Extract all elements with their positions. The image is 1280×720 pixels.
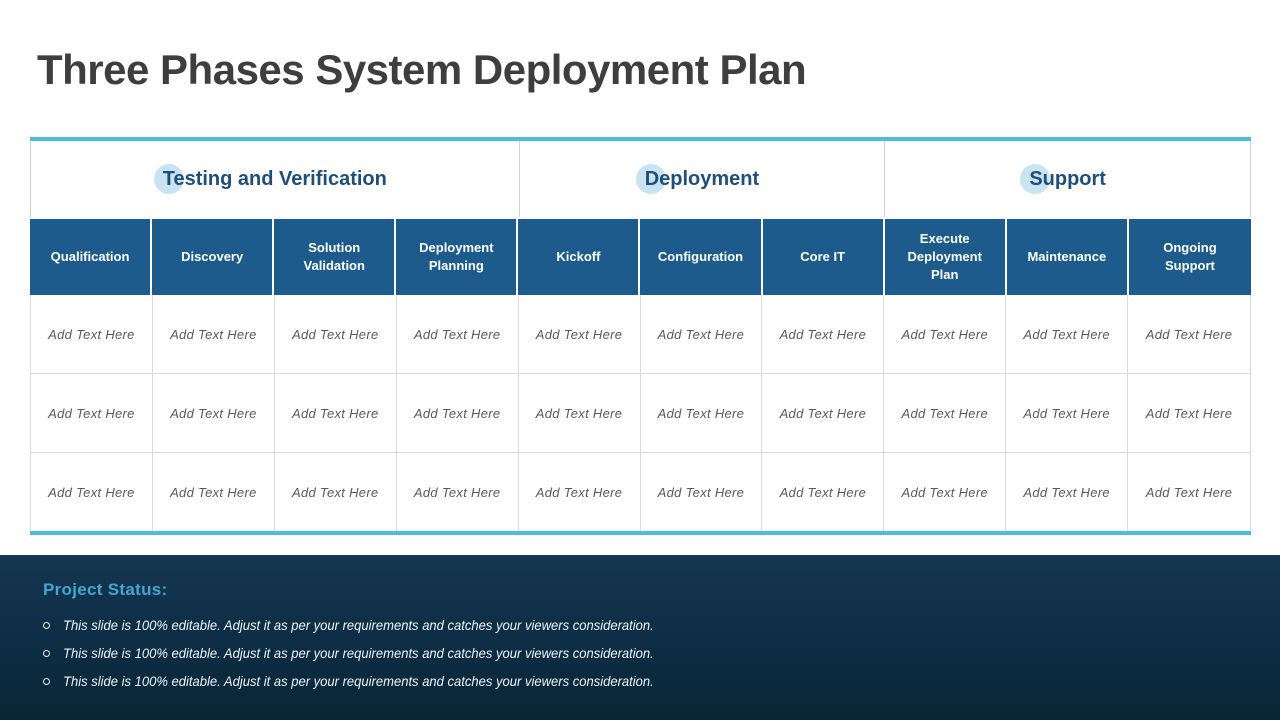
circle-bullet-icon bbox=[43, 677, 50, 685]
placeholder-cell[interactable]: Add Text Here bbox=[1006, 453, 1129, 531]
placeholder-cell[interactable]: Add Text Here bbox=[396, 374, 519, 452]
placeholder-cell[interactable]: Add Text Here bbox=[274, 453, 397, 531]
table-row: Add Text Here Add Text Here Add Text Her… bbox=[30, 295, 1251, 374]
column-header-core-it: Core IT bbox=[763, 219, 885, 295]
column-header-row: Qualification Discovery Solution Validat… bbox=[30, 217, 1251, 295]
placeholder-cell[interactable]: Add Text Here bbox=[1006, 374, 1129, 452]
phase-label-wrap: Testing and Verification bbox=[153, 163, 387, 194]
placeholder-cell[interactable]: Add Text Here bbox=[274, 374, 397, 452]
column-header-maintenance: Maintenance bbox=[1007, 219, 1129, 295]
column-header-qualification: Qualification bbox=[30, 219, 153, 295]
placeholder-cell[interactable]: Add Text Here bbox=[1128, 295, 1250, 373]
table-row: Add Text Here Add Text Here Add Text Her… bbox=[30, 453, 1251, 531]
placeholder-cell[interactable]: Add Text Here bbox=[31, 374, 153, 452]
phase-testing-and-verification: Testing and Verification bbox=[31, 141, 519, 217]
placeholder-cell[interactable]: Add Text Here bbox=[884, 374, 1007, 452]
phase-accent-circle-icon bbox=[1020, 163, 1051, 194]
placeholder-cell[interactable]: Add Text Here bbox=[762, 295, 885, 373]
phase-label-wrap: Deployment bbox=[635, 163, 760, 194]
placeholder-cell[interactable]: Add Text Here bbox=[762, 453, 885, 531]
phase-deployment: Deployment bbox=[518, 141, 885, 217]
placeholder-cell[interactable]: Add Text Here bbox=[152, 453, 275, 531]
placeholder-cell[interactable]: Add Text Here bbox=[884, 295, 1007, 373]
page-title: Three Phases System Deployment Plan bbox=[37, 46, 807, 93]
project-status-heading: Project Status: bbox=[43, 580, 168, 599]
placeholder-cell[interactable]: Add Text Here bbox=[1128, 453, 1250, 531]
table-row: Add Text Here Add Text Here Add Text Her… bbox=[30, 374, 1251, 453]
bullet-text: This slide is 100% editable. Adjust it a… bbox=[63, 645, 654, 661]
placeholder-cell[interactable]: Add Text Here bbox=[1128, 374, 1250, 452]
phase-label-wrap: Support bbox=[1020, 163, 1106, 194]
bullet-text: This slide is 100% editable. Adjust it a… bbox=[63, 673, 654, 689]
placeholder-cell[interactable]: Add Text Here bbox=[518, 295, 641, 373]
phase-label: Testing and Verification bbox=[162, 167, 387, 190]
placeholder-cell[interactable]: Add Text Here bbox=[274, 295, 397, 373]
placeholder-cell[interactable]: Add Text Here bbox=[518, 453, 641, 531]
placeholder-cell[interactable]: Add Text Here bbox=[396, 295, 519, 373]
column-header-ongoing-support: Ongoing Support bbox=[1163, 239, 1217, 273]
column-header-solution-validation: Solution Validation bbox=[274, 219, 397, 295]
placeholder-cell[interactable]: Add Text Here bbox=[1006, 295, 1129, 373]
placeholder-cell[interactable]: Add Text Here bbox=[152, 295, 275, 373]
project-status-panel: Project Status: This slide is 100% edita… bbox=[0, 555, 1280, 720]
column-header-deployment-planning: Deployment Planning bbox=[396, 219, 519, 295]
placeholder-cell[interactable]: Add Text Here bbox=[518, 374, 641, 452]
placeholder-cell[interactable]: Add Text Here bbox=[31, 295, 153, 373]
phase-header-row: Testing and Verification Deployment Supp… bbox=[30, 141, 1251, 217]
phase-accent-circle-icon bbox=[153, 163, 184, 194]
placeholder-cell[interactable]: Add Text Here bbox=[640, 374, 763, 452]
bullet-text: This slide is 100% editable. Adjust it a… bbox=[63, 617, 654, 633]
project-status-bullet-list: This slide is 100% editable. Adjust it a… bbox=[43, 617, 1280, 689]
placeholder-cell[interactable]: Add Text Here bbox=[152, 374, 275, 452]
placeholder-cell[interactable]: Add Text Here bbox=[640, 295, 763, 373]
circle-bullet-icon bbox=[43, 649, 50, 657]
list-item: This slide is 100% editable. Adjust it a… bbox=[43, 617, 1280, 633]
list-item: This slide is 100% editable. Adjust it a… bbox=[43, 645, 1280, 661]
column-header-kickoff: Kickoff bbox=[518, 219, 641, 295]
column-header-execute-deployment-plan: Execute Deployment Plan bbox=[885, 219, 1007, 295]
placeholder-cell[interactable]: Add Text Here bbox=[31, 453, 153, 531]
phase-accent-circle-icon bbox=[635, 163, 666, 194]
column-header-configuration: Configuration bbox=[640, 219, 763, 295]
phase-label: Support bbox=[1029, 167, 1106, 190]
list-item: This slide is 100% editable. Adjust it a… bbox=[43, 673, 1280, 689]
deployment-plan-table: Testing and Verification Deployment Supp… bbox=[30, 137, 1251, 535]
placeholder-cell[interactable]: Add Text Here bbox=[396, 453, 519, 531]
placeholder-cell[interactable]: Add Text Here bbox=[884, 453, 1007, 531]
phase-label: Deployment bbox=[644, 167, 760, 190]
phase-support: Support bbox=[884, 141, 1250, 217]
placeholder-cell[interactable]: Add Text Here bbox=[762, 374, 885, 452]
placeholder-cell[interactable]: Add Text Here bbox=[640, 453, 763, 531]
circle-bullet-icon bbox=[43, 621, 50, 629]
column-header-discovery: Discovery bbox=[152, 219, 275, 295]
